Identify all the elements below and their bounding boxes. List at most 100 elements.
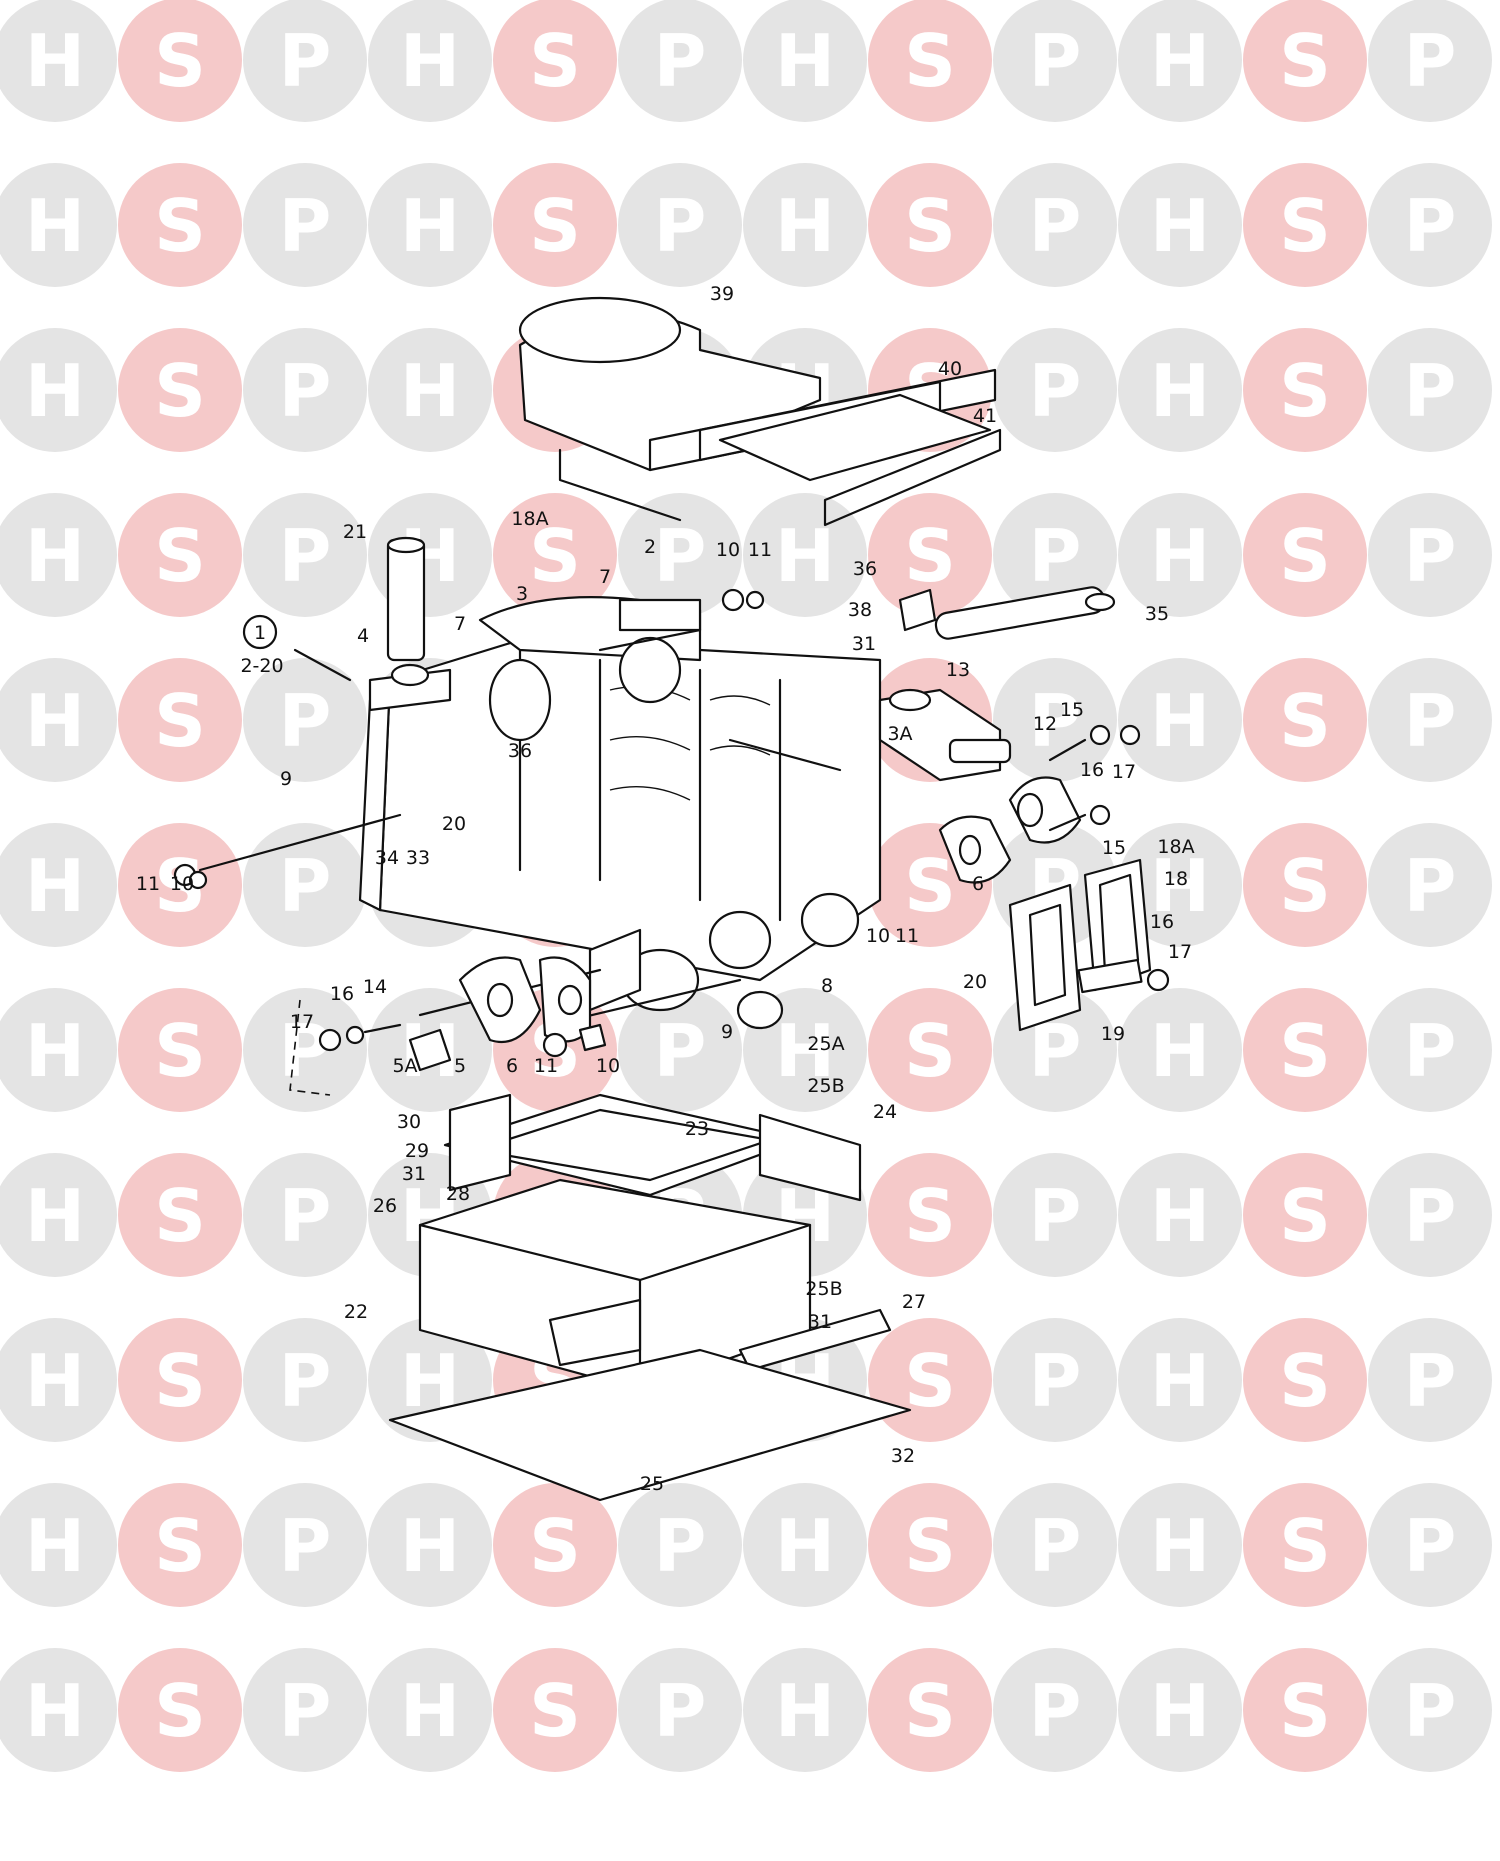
part-number-label: 8 <box>821 975 833 997</box>
watermark-circle <box>368 0 492 122</box>
part-number-label: 35 <box>1145 603 1169 625</box>
watermark-circle <box>118 823 242 947</box>
watermark-letter: S <box>154 19 206 103</box>
watermark-circle <box>868 163 992 287</box>
part-number-label: 24 <box>873 1101 897 1123</box>
watermark-circle <box>0 493 117 617</box>
part-number-label: 11 <box>136 873 160 895</box>
watermark-circle <box>993 163 1117 287</box>
watermark-letter: P <box>279 1669 332 1753</box>
part-number-label: 18A <box>511 508 548 530</box>
watermark-circle <box>368 1483 492 1607</box>
watermark-circle <box>118 1648 242 1772</box>
watermark-circle <box>993 493 1117 617</box>
watermark-circle <box>1243 163 1367 287</box>
watermark-letter: H <box>400 1504 460 1588</box>
watermark-circle <box>1243 1153 1367 1277</box>
watermark-circle <box>993 1153 1117 1277</box>
part-number-label: 6 <box>506 1055 518 1077</box>
watermark-letter: H <box>1150 349 1210 433</box>
watermark-circle <box>0 988 117 1112</box>
part-number-label: 36 <box>853 558 877 580</box>
watermark-circle <box>243 988 367 1112</box>
watermark-letter: P <box>1029 679 1082 763</box>
watermark-letter: S <box>1279 349 1331 433</box>
watermark-circle <box>1118 1648 1242 1772</box>
watermark-letter: H <box>25 1669 85 1753</box>
watermark-circle <box>868 493 992 617</box>
watermark-circle <box>618 988 742 1112</box>
watermark-circle <box>1368 823 1492 947</box>
part-number-label: 7 <box>454 613 466 635</box>
watermark-circle <box>1118 988 1242 1112</box>
part-number-label: 32 <box>891 1445 915 1467</box>
watermark-letter: H <box>400 1669 460 1753</box>
watermark-letter: S <box>529 1504 581 1588</box>
watermark-letter: S <box>154 1174 206 1258</box>
watermark-circle <box>118 163 242 287</box>
watermark-letter: P <box>654 1504 707 1588</box>
watermark-letter: S <box>904 19 956 103</box>
watermark-circle <box>993 0 1117 122</box>
part-number-label: 10 <box>716 539 740 561</box>
watermark-letter: H <box>1150 19 1210 103</box>
watermark-letter: S <box>904 184 956 268</box>
watermark-letter: H <box>775 514 835 598</box>
watermark-letter: P <box>1404 1669 1457 1753</box>
watermark-letter: H <box>775 1669 835 1753</box>
part-number-label: 10 <box>866 925 890 947</box>
burner-tray <box>388 1093 912 1502</box>
watermark-circle <box>243 823 367 947</box>
watermark-letter: H <box>25 184 85 268</box>
part-number-label: 4 <box>357 625 369 647</box>
part-number-label: 30 <box>397 1111 421 1133</box>
part-number-label: 25B <box>807 1075 844 1097</box>
watermark-circle <box>1118 823 1242 947</box>
watermark-letter: P <box>279 349 332 433</box>
part-number-label: 28 <box>446 1183 470 1205</box>
watermark-letter: P <box>1404 349 1457 433</box>
watermark-circle <box>993 1648 1117 1772</box>
part-number-label: 11 <box>534 1055 558 1077</box>
part-number-label: 10 <box>170 873 194 895</box>
part-number-label: 31 <box>402 1163 426 1185</box>
watermark-letter: S <box>904 1009 956 1093</box>
watermark-letter: S <box>904 844 956 928</box>
watermark-letter: S <box>529 1669 581 1753</box>
watermark-letter: P <box>654 1009 707 1093</box>
watermark-circle <box>0 823 117 947</box>
watermark-letter: S <box>154 1669 206 1753</box>
top-right-fittings <box>721 586 1116 640</box>
watermark-circle <box>1243 0 1367 122</box>
watermark-circle <box>743 1648 867 1772</box>
part-number-label: 13 <box>946 659 970 681</box>
part-number-label: 21 <box>343 521 367 543</box>
watermark-letter: H <box>1150 1504 1210 1588</box>
watermark-letter: H <box>25 19 85 103</box>
watermark-circle <box>243 493 367 617</box>
watermark-letter: P <box>279 19 332 103</box>
watermark-letter: P <box>1404 844 1457 928</box>
watermark-circle <box>118 493 242 617</box>
watermark-letter: P <box>279 1339 332 1423</box>
watermark-circle <box>118 1318 242 1442</box>
watermark-letter: S <box>904 1504 956 1588</box>
watermark-circle <box>243 328 367 452</box>
watermark-letter: H <box>25 1504 85 1588</box>
watermark-circle <box>243 163 367 287</box>
watermark-circle <box>243 1153 367 1277</box>
watermark-circle <box>0 1318 117 1442</box>
part-number-label: 31 <box>808 1311 832 1333</box>
right-flange-assembly <box>878 688 1141 884</box>
watermark-circle <box>493 0 617 122</box>
watermark-circle <box>1368 328 1492 452</box>
part-number-label: 26 <box>373 1195 397 1217</box>
part-number-label: 7 <box>599 566 611 588</box>
watermark-letter: P <box>1029 349 1082 433</box>
watermark-circle <box>243 1483 367 1607</box>
watermark-circle <box>0 0 117 122</box>
watermark-circle <box>1243 1483 1367 1607</box>
watermark-circle <box>1118 328 1242 452</box>
watermark-letter: H <box>775 19 835 103</box>
